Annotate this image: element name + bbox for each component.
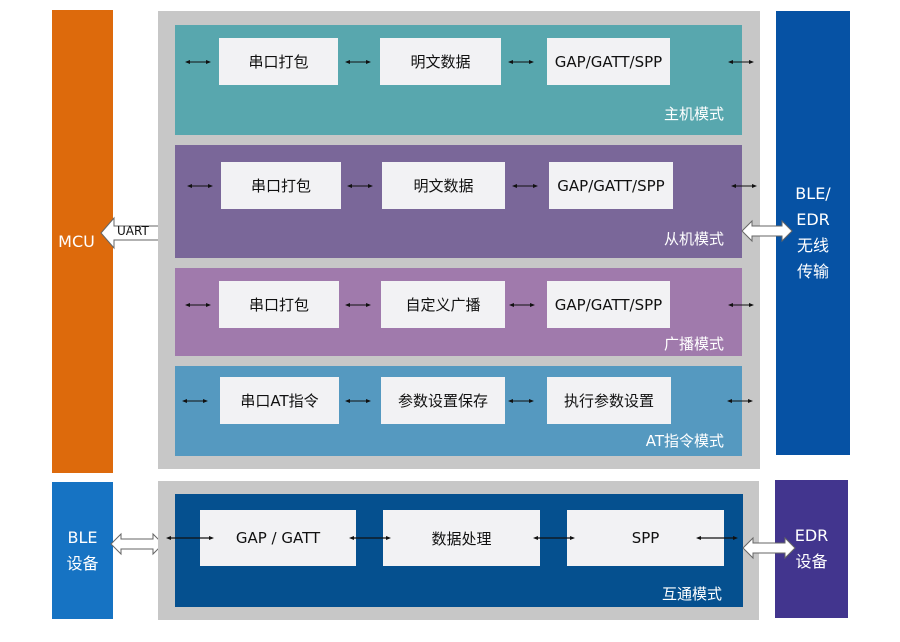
flow-arrow-icon xyxy=(347,181,373,191)
edr-device-line1: EDR xyxy=(794,526,829,545)
flow-arrow-icon xyxy=(508,57,534,67)
mode-step-box: 参数设置保存 xyxy=(381,377,505,424)
mode-step-box: GAP/GATT/SPP xyxy=(547,38,670,85)
flow-arrow-icon xyxy=(349,533,391,543)
flow-arrow-icon xyxy=(731,181,757,191)
flow-arrow-icon xyxy=(727,396,753,406)
edr-device-arrow xyxy=(742,536,796,560)
ble-device-block: BLE 设备 xyxy=(52,482,113,619)
flow-arrow-icon xyxy=(345,300,371,310)
flow-arrow-icon xyxy=(345,57,371,67)
mode-step-box: 自定义广播 xyxy=(381,281,505,328)
flow-arrow-icon xyxy=(512,181,538,191)
mode-label: AT指令模式 xyxy=(645,432,724,450)
mode-step-box: 执行参数设置 xyxy=(547,377,671,424)
ble-device-line1: BLE xyxy=(67,527,98,547)
flow-arrow-icon xyxy=(345,396,371,406)
flow-arrow-icon xyxy=(182,396,208,406)
mode-label: 广播模式 xyxy=(663,335,724,353)
edr-device-line2: 设备 xyxy=(795,552,828,571)
mode-step-box: 明文数据 xyxy=(382,162,505,209)
flow-arrow-icon xyxy=(728,300,754,310)
mcu-block: MCU xyxy=(52,10,113,473)
flow-arrow-icon xyxy=(185,57,211,67)
uart-label: UART xyxy=(117,224,149,238)
wireless-line1: BLE/ xyxy=(795,184,831,203)
interop-mode-label: 互通模式 xyxy=(661,585,722,603)
wireless-line4: 传输 xyxy=(796,262,829,281)
interop-step-box: SPP xyxy=(567,510,724,566)
mode-label: 从机模式 xyxy=(663,230,724,248)
interop-step-box: 数据处理 xyxy=(383,510,540,566)
mode-step-box: 串口打包 xyxy=(221,162,341,209)
interop-step-box: GAP / GATT xyxy=(200,510,356,566)
flow-arrow-icon xyxy=(533,533,575,543)
wireless-line3: 无线 xyxy=(796,236,829,255)
mode-step-box: 明文数据 xyxy=(380,38,501,85)
mode-step-box: 串口打包 xyxy=(219,281,339,328)
mode-step-box: 串口AT指令 xyxy=(220,377,339,424)
wireless-line2: EDR xyxy=(796,210,830,229)
mode-step-box: 串口打包 xyxy=(219,38,338,85)
mode-step-box: GAP/GATT/SPP xyxy=(547,281,670,328)
flow-arrow-icon xyxy=(696,533,738,543)
flow-arrow-icon xyxy=(187,181,213,191)
flow-arrow-icon xyxy=(185,300,211,310)
flow-arrow-icon xyxy=(509,300,535,310)
ble-device-arrow xyxy=(110,532,164,556)
ble-device-line2: 设备 xyxy=(66,553,99,573)
wireless-arrow xyxy=(741,219,793,243)
mode-step-box: GAP/GATT/SPP xyxy=(549,162,673,209)
mode-label: 主机模式 xyxy=(663,105,724,123)
mcu-label: MCU xyxy=(58,231,95,251)
flow-arrow-icon xyxy=(728,57,754,67)
flow-arrow-icon xyxy=(166,533,214,543)
flow-arrow-icon xyxy=(508,396,534,406)
